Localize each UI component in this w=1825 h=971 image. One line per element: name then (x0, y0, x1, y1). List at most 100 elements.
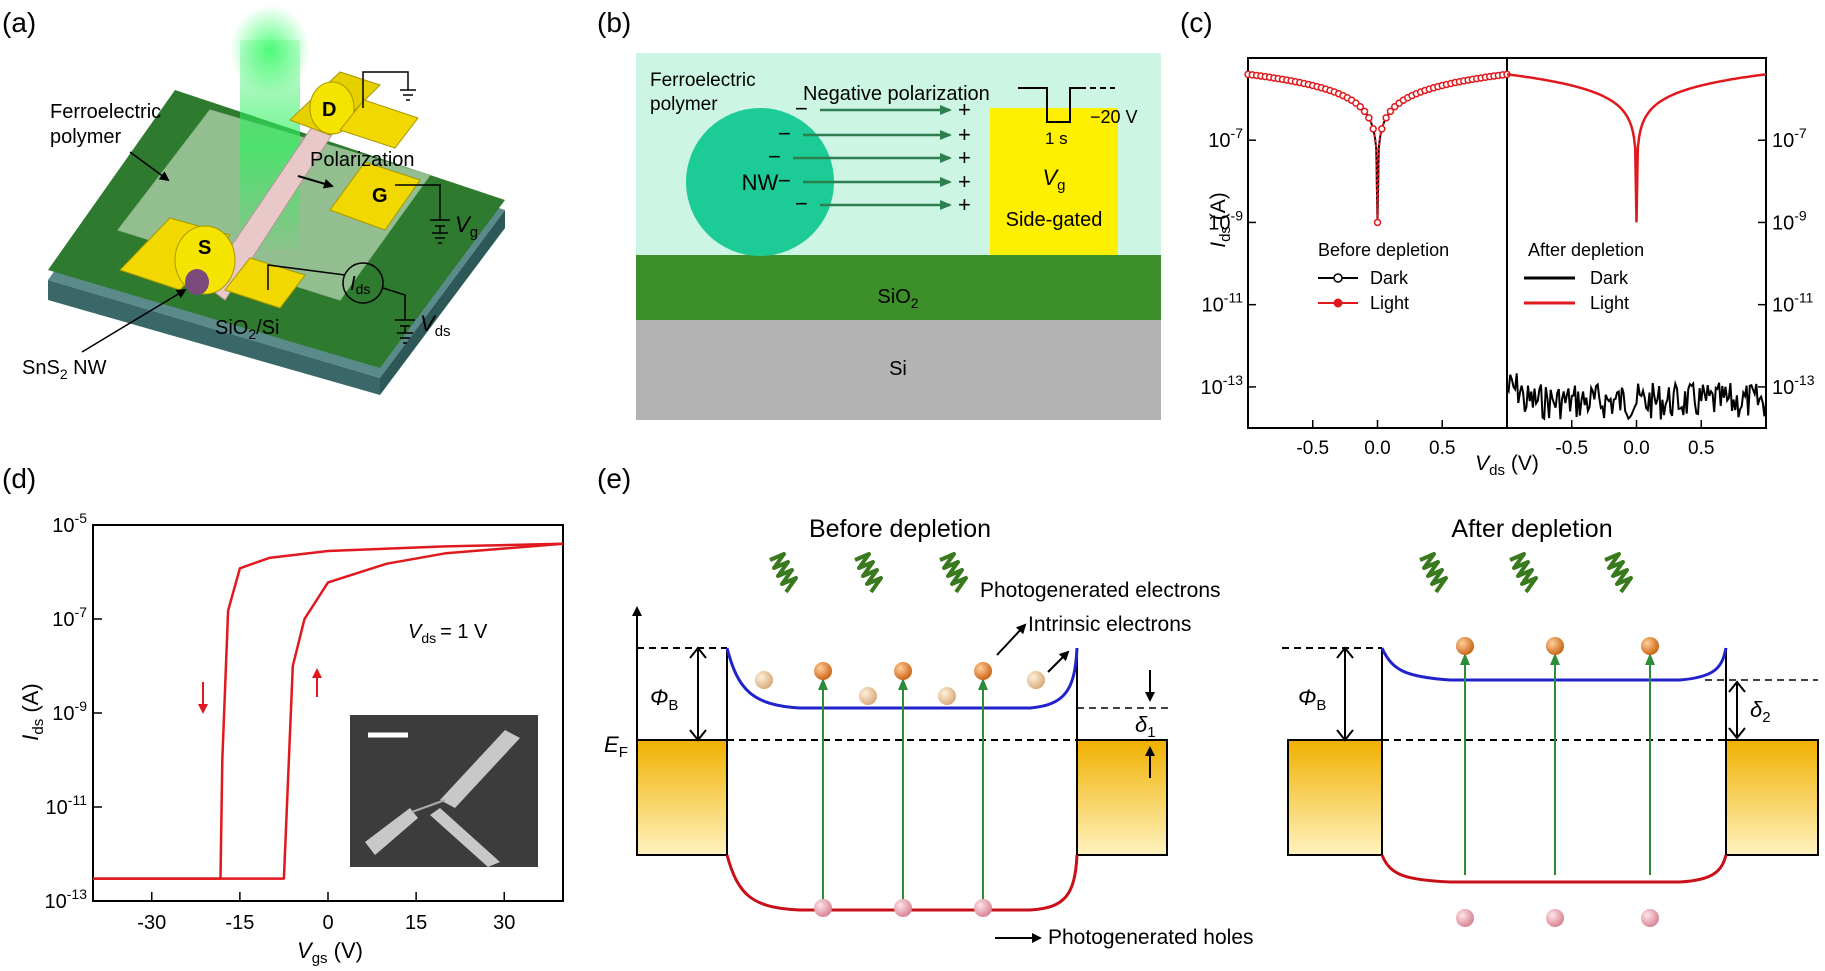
gate-block (990, 108, 1118, 255)
ferro-arrow (129, 151, 170, 182)
marker-light-before (1360, 107, 1369, 116)
xtick-label-d: 30 (493, 912, 515, 934)
series-dark-after (1506, 373, 1767, 421)
sem-electrode-3 (430, 808, 500, 867)
nanowire-arrow (81, 288, 187, 353)
substrate-front (48, 280, 380, 395)
photo-hole (974, 899, 992, 917)
legend-title-right: After depletion (1528, 240, 1644, 260)
metal-left-after (1287, 739, 1383, 856)
marker-light-before (1378, 125, 1386, 133)
phi-label-before: ΦB (650, 685, 678, 714)
pulse-voltage: −20 V (1090, 107, 1138, 127)
sem-electrode-1 (440, 730, 520, 808)
xlabel-c: Vds (V) (1475, 452, 1539, 479)
legend-right: Dark Light (1524, 268, 1629, 313)
phi-arrowheads-before (689, 646, 707, 742)
after-title: After depletion (1451, 515, 1612, 543)
plus-charge: + (958, 122, 971, 147)
legend-dark-left: Dark (1370, 268, 1409, 288)
plus-charge: + (958, 97, 971, 122)
xtick-label: 0.0 (1623, 438, 1649, 459)
gate-label: G (372, 185, 388, 207)
xtick-label: -0.5 (1296, 438, 1329, 459)
photo-electrons-label: Photogenerated electrons (980, 579, 1221, 602)
phi-arrowheads-after (1336, 646, 1354, 742)
panel-e: (e) Before depletion After depletion ΦB … (597, 463, 1819, 949)
ytick-label-right: 10-7 (1772, 125, 1807, 152)
source-wire (267, 264, 346, 290)
ytick-label-left: 10-9 (1208, 207, 1243, 234)
minus-charge: − (778, 121, 791, 146)
vds-annotation: Vds= 1 V (408, 621, 488, 646)
xtick-label-d: 15 (405, 912, 427, 934)
vg-label: Vg (455, 212, 478, 241)
intrinsic-electron-pointer (1047, 650, 1070, 673)
intrinsic-electrons-label: Intrinsic electrons (1028, 613, 1191, 636)
ytick-label-d: 10-7 (52, 604, 87, 631)
photo-hole-after (1456, 909, 1474, 927)
minus-charge: − (768, 144, 781, 169)
nw-circle (686, 108, 834, 256)
ferro-label-b1: Ferroelectric (650, 70, 756, 91)
panel-label-a: (a) (2, 7, 36, 38)
valence-band-after (1380, 854, 1728, 884)
ef-label: EF (604, 732, 628, 761)
minus-charge: − (795, 96, 808, 121)
phi-label-after: ΦB (1298, 685, 1326, 714)
sem-electrode-2 (365, 808, 418, 855)
photo-electron-after (1641, 637, 1659, 655)
ytick-label-left: 10-13 (1201, 372, 1244, 399)
photo-electron-after (1546, 637, 1564, 655)
ferro-label-1: Ferroelectric (50, 101, 161, 123)
photon-wave (1604, 552, 1633, 594)
photo-hole-after (1546, 909, 1564, 927)
delta2-arrowheads (1728, 680, 1746, 740)
ids-label: Ids (350, 273, 370, 297)
photo-electron (894, 662, 912, 680)
si-label: Si (889, 358, 907, 380)
xtick-label-d: -15 (225, 912, 254, 934)
panel-label-b: (b) (597, 7, 631, 38)
sem-inset (350, 715, 538, 867)
sem-nanowire (411, 799, 446, 813)
vg-label-b: Vg (1042, 165, 1065, 194)
legend-light-left: Light (1370, 293, 1409, 313)
ylabel-d: Ids (A) (18, 683, 47, 740)
ylabel-c: Ids (A) (1207, 192, 1234, 248)
intrinsic-electron (755, 671, 773, 689)
intrinsic-electron (1027, 671, 1045, 689)
photo-hole-after (1641, 909, 1659, 927)
ferro-label-2: polymer (50, 126, 121, 148)
pulse-waveform (1018, 87, 1080, 123)
marker-light-before (1369, 125, 1377, 133)
ytick-label-right: 10-9 (1772, 207, 1807, 234)
metal-right-after (1725, 739, 1819, 856)
ytick-label-right: 10-11 (1772, 290, 1814, 317)
ytick-label-right: 10-13 (1772, 372, 1815, 399)
before-title: Before depletion (809, 515, 991, 543)
legend-title-left: Before depletion (1318, 240, 1449, 260)
metal-right-before (1076, 739, 1168, 856)
minus-charge: − (795, 191, 808, 216)
nanowire-end (185, 269, 209, 295)
xtick-label: 0.5 (1688, 438, 1714, 459)
ytick-label-d: 10-5 (52, 510, 87, 537)
ground-symbol-drain (400, 89, 416, 101)
gate-pad (329, 161, 421, 231)
pulse-width: 1 s (1045, 129, 1068, 148)
marker-light-before (1365, 114, 1373, 122)
legend-left: Dark Light (1318, 268, 1409, 313)
xtick-label: 0.0 (1364, 438, 1390, 459)
conduction-band-before (725, 647, 1079, 710)
panel-label-d: (d) (2, 463, 36, 494)
photo-holes-label: Photogenerated holes (1048, 926, 1254, 949)
substrate-side (380, 210, 505, 395)
side-gated-label: Side-gated (1006, 209, 1103, 231)
ytick-label-left: 10-7 (1208, 125, 1243, 152)
panel-label-e: (e) (597, 463, 631, 494)
